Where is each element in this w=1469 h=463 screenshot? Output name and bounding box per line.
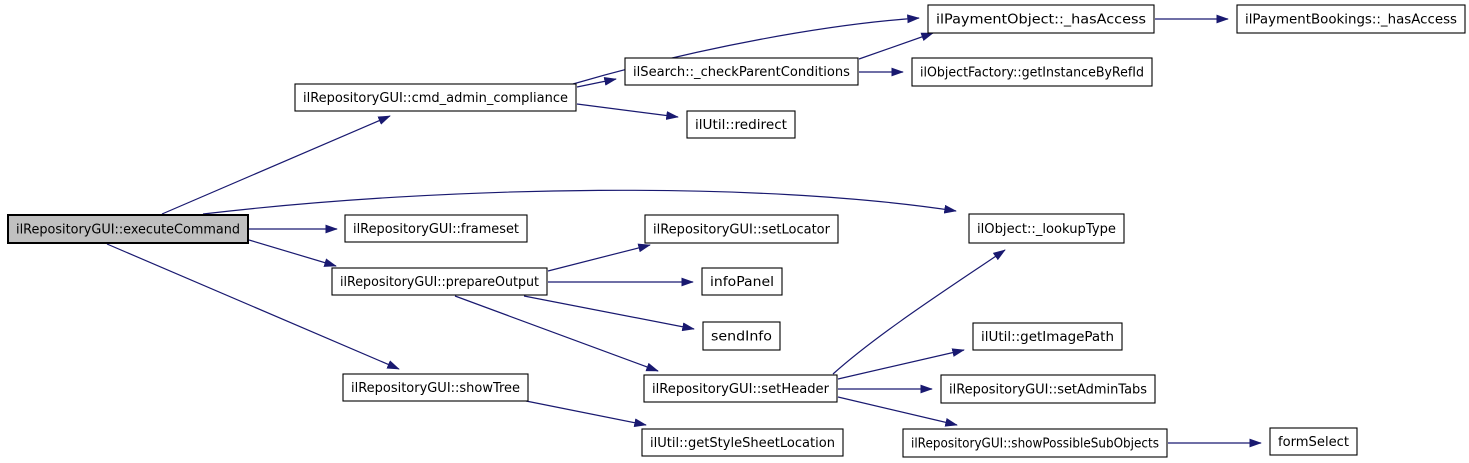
node-label: ilObjectFactory::getInstanceByRefId	[920, 66, 1144, 81]
node-cmd_admin_compliance[interactable]: ilRepositoryGUI::cmd_admin_compliance	[294, 83, 577, 112]
node-setHeader[interactable]: ilRepositoryGUI::setHeader	[643, 374, 838, 403]
node-box[interactable]	[1269, 427, 1358, 456]
node-setLocator[interactable]: ilRepositoryGUI::setLocator	[644, 214, 839, 244]
edge-prepareOutput-to-setHeader	[454, 295, 659, 372]
edge-setHeader-to-lookupType	[832, 249, 1006, 375]
node-label: ilPaymentObject::_hasAccess	[936, 13, 1146, 28]
edge-cmd_admin_compliance-to-checkParentConditions	[576, 77, 617, 88]
edge-prepareOutput-to-sendInfo	[523, 295, 695, 332]
node-box[interactable]	[1236, 4, 1466, 34]
edge-checkParentConditions-to-paymentObjectHasAccess	[858, 32, 934, 60]
node-label: ilSearch::_checkParentConditions	[633, 65, 850, 80]
node-box[interactable]	[940, 374, 1156, 404]
node-getImagePath[interactable]: ilUtil::getImagePath	[972, 322, 1123, 351]
node-box[interactable]	[342, 373, 529, 402]
node-box[interactable]	[702, 321, 781, 351]
node-label: ilRepositoryGUI::showPossibleSubObjects	[911, 437, 1159, 452]
node-box[interactable]	[344, 214, 528, 243]
node-box[interactable]	[972, 322, 1123, 351]
node-getInstanceByRefId[interactable]: ilObjectFactory::getInstanceByRefId	[911, 57, 1153, 87]
edge-cmd_admin_compliance-to-redirect	[576, 103, 679, 120]
node-label: ilUtil::getImagePath	[981, 330, 1114, 345]
node-label: ilRepositoryGUI::executeCommand	[16, 223, 240, 238]
node-box[interactable]	[294, 83, 577, 112]
edge-showTree-to-getStyleSheetLocation	[525, 400, 647, 428]
node-paymentBookingsHasAccess[interactable]: ilPaymentBookings::_hasAccess	[1236, 4, 1466, 34]
node-label: ilPaymentBookings::_hasAccess	[1245, 13, 1457, 28]
node-showPossibleSubObjects[interactable]: ilRepositoryGUI::showPossibleSubObjects	[902, 428, 1168, 458]
node-box[interactable]	[911, 57, 1153, 87]
node-label: formSelect	[1278, 435, 1349, 450]
edge-prepareOutput-to-setLocator	[547, 243, 651, 272]
node-formSelect[interactable]: formSelect	[1269, 427, 1358, 456]
edge-executeCommand-to-lookupType	[202, 189, 957, 215]
node-showTree[interactable]: ilRepositoryGUI::showTree	[342, 373, 529, 402]
node-label: ilRepositoryGUI::showTree	[351, 381, 520, 396]
node-label: ilRepositoryGUI::setHeader	[652, 382, 830, 397]
node-box[interactable]	[968, 213, 1125, 244]
edge-setHeader-to-showPossibleSubObjects	[837, 396, 958, 427]
edge-executeCommand-to-cmd_admin_compliance	[161, 115, 391, 215]
node-label: ilObject::_lookupType	[977, 222, 1116, 237]
node-sendInfo[interactable]: sendInfo	[702, 321, 781, 351]
node-box[interactable]	[331, 267, 548, 296]
node-label: ilRepositoryGUI::cmd_admin_compliance	[303, 91, 568, 106]
node-box[interactable]	[7, 214, 249, 244]
node-label: infoPanel	[710, 275, 774, 290]
node-lookupType[interactable]: ilObject::_lookupType	[968, 213, 1125, 244]
node-label: ilRepositoryGUI::prepareOutput	[340, 275, 539, 290]
node-box[interactable]	[927, 4, 1155, 34]
node-box[interactable]	[902, 428, 1168, 458]
node-box[interactable]	[644, 214, 839, 244]
node-infoPanel[interactable]: infoPanel	[701, 267, 783, 296]
node-label: sendInfo	[711, 330, 772, 345]
edge-executeCommand-to-showTree	[106, 243, 400, 370]
node-paymentObjectHasAccess[interactable]: ilPaymentObject::_hasAccess	[927, 4, 1155, 34]
node-executeCommand[interactable]: ilRepositoryGUI::executeCommand	[7, 214, 249, 244]
node-box[interactable]	[701, 267, 783, 296]
node-prepareOutput[interactable]: ilRepositoryGUI::prepareOutput	[331, 267, 548, 296]
node-label: ilRepositoryGUI::frameset	[353, 222, 519, 237]
node-label: ilRepositoryGUI::setLocator	[653, 223, 831, 238]
node-box[interactable]	[624, 57, 859, 86]
node-getStyleSheetLocation[interactable]: ilUtil::getStyleSheetLocation	[641, 428, 844, 457]
node-label: ilUtil::redirect	[695, 118, 787, 133]
node-label: ilUtil::getStyleSheetLocation	[650, 436, 835, 451]
edge-executeCommand-to-prepareOutput	[248, 239, 337, 267]
node-label: ilRepositoryGUI::setAdminTabs	[949, 383, 1147, 398]
node-checkParentConditions[interactable]: ilSearch::_checkParentConditions	[624, 57, 859, 86]
node-setAdminTabs[interactable]: ilRepositoryGUI::setAdminTabs	[940, 374, 1156, 404]
node-box[interactable]	[641, 428, 844, 457]
node-box[interactable]	[643, 374, 838, 403]
node-frameset[interactable]: ilRepositoryGUI::frameset	[344, 214, 528, 243]
node-redirect[interactable]: ilUtil::redirect	[686, 110, 796, 139]
node-box[interactable]	[686, 110, 796, 139]
